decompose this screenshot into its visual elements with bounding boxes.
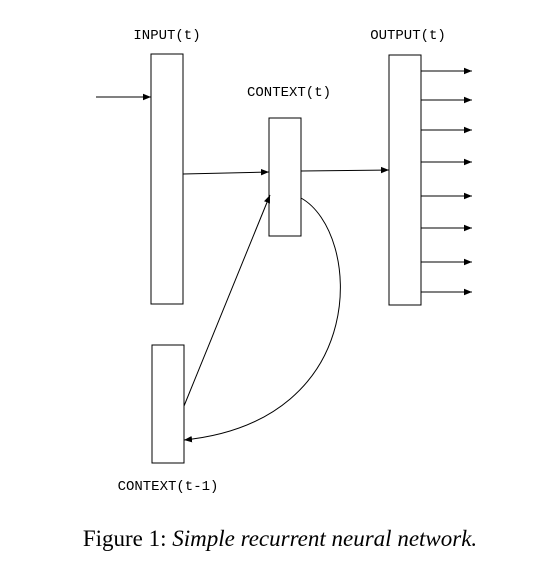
context-to-output-arrow: [300, 166, 390, 174]
input-to-context-arrow: [182, 168, 270, 176]
context-prev-label: CONTEXT(t-1): [118, 479, 219, 495]
context-label: CONTEXT(t): [247, 85, 331, 101]
caption-prefix: Figure 1:: [82, 526, 167, 551]
context-prev-layer-box: [151, 344, 185, 464]
recurrent-arrow: [183, 197, 341, 443]
input-layer-box: [150, 53, 184, 305]
caption-text: Simple recurrent neural network.: [172, 526, 478, 551]
output-layer-box: [388, 54, 422, 306]
input-label: INPUT(t): [133, 28, 200, 44]
output-label: OUTPUT(t): [370, 28, 446, 44]
context-layer-box: [268, 117, 302, 237]
prev-to-context-arrow: [183, 194, 271, 407]
figure-caption: Figure 1: Simple recurrent neural networ…: [0, 526, 560, 552]
